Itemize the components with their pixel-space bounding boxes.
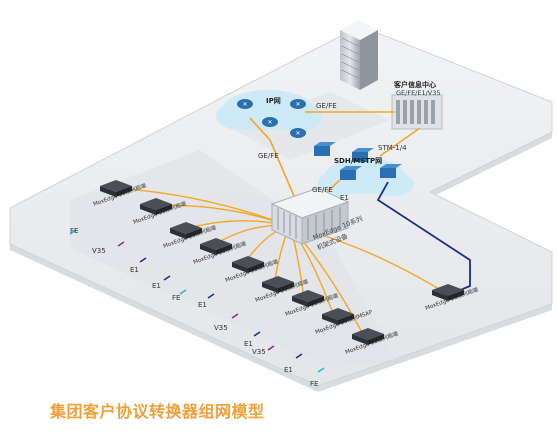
endpoint-label-4: E1 (152, 282, 161, 290)
sdh-node-4-icon (352, 148, 374, 162)
sdh-node-1-icon (314, 142, 336, 156)
stm-link (379, 127, 421, 157)
svg-text:✕: ✕ (295, 101, 300, 108)
stm-label: STM-1/4 (378, 144, 407, 152)
ip-cloud-label: IP网 (266, 97, 281, 105)
sdh-node-2-icon (340, 166, 362, 180)
endpoint-stub-4 (163, 275, 171, 281)
endpoint-label-10: E1 (284, 366, 293, 374)
info-center (391, 94, 443, 130)
svg-text:✕: ✕ (242, 101, 247, 108)
endpoint-stub-6 (207, 293, 215, 299)
sdh-cloud-label: SDH/MSTP网 (334, 157, 382, 165)
gefe-left-label: GE/FE (258, 152, 279, 160)
ge-uplink-ip (249, 117, 301, 211)
endpoint-stub-2 (117, 241, 125, 247)
endpoint-label-6: E1 (198, 301, 207, 309)
endpoint-stub-7 (231, 313, 239, 319)
ip-router-3-icon: ✕ (290, 128, 306, 138)
endpoint-label-5: FE (172, 294, 180, 302)
diagram-caption: 集团客户协议转换器组网模型 (50, 402, 265, 421)
gefe-center-label: GE/FE (312, 186, 333, 194)
gefe-top-label: GE/FE (316, 102, 337, 110)
endpoint-stub-10 (295, 353, 303, 359)
endpoint-stub-9 (267, 345, 275, 351)
endpoint-stub-11 (317, 367, 325, 373)
ip-router-4-icon: ✕ (290, 99, 306, 109)
endpoint-label-11: FE (310, 380, 318, 388)
ip-router-1-icon: ✕ (237, 99, 253, 109)
endpoint-label-7: V35 (214, 324, 228, 332)
endpoint-label-2: V35 (92, 247, 106, 255)
endpoint-stub-5 (179, 289, 187, 295)
chassis-device (270, 187, 350, 245)
endpoint-stub-1 (69, 229, 77, 235)
endpoint-label-8: E1 (244, 340, 253, 348)
info-center-interfaces: GE/FE/E1/V35 (396, 89, 441, 97)
endpoint-stub-3 (139, 257, 147, 263)
sdh-node-3-icon (380, 164, 402, 178)
building-icon (340, 20, 378, 90)
endpoint-label-1: FE (70, 227, 78, 235)
svg-text:✕: ✕ (295, 130, 300, 137)
ip-router-2-icon: ✕ (262, 117, 278, 127)
endpoint-label-9: V35 (252, 348, 266, 356)
endpoint-stub-8 (253, 331, 261, 337)
endpoint-label-3: E1 (130, 266, 139, 274)
info-center-title: 客户信息中心 (393, 80, 436, 89)
svg-text:✕: ✕ (267, 119, 272, 126)
e1-center-label: E1 (340, 194, 349, 202)
